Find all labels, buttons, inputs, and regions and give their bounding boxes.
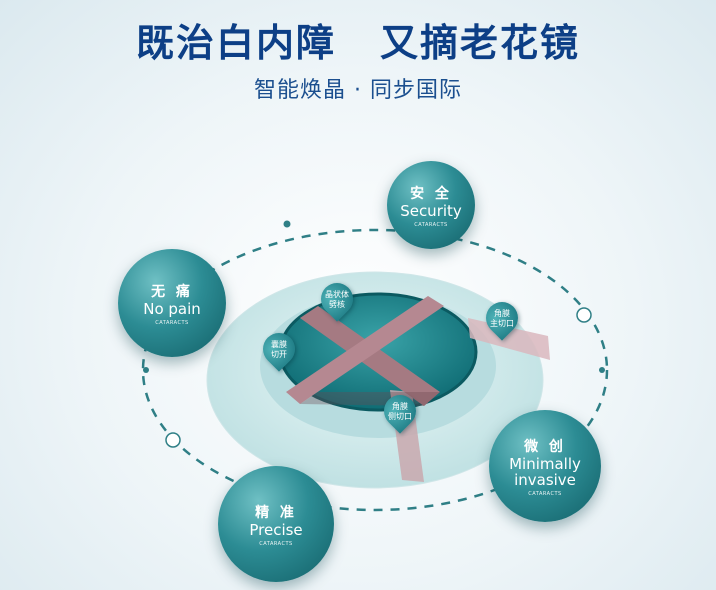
bubble-precise: 精 准 Precise CATARACTS [218,466,334,582]
pin-capsule-line1: 囊膜 [271,340,287,349]
bubble-precise-en: Precise [249,520,303,539]
orbit-node-right-small [599,367,605,373]
headline-left: 既治白内障 [135,21,336,65]
orbit-node-left-small [143,367,149,373]
pin-lens-label: 晶状体 劈核 [317,290,357,310]
pin-main-line2: 主切口 [490,319,514,328]
pin-main-label: 角膜 主切口 [482,309,522,329]
bubble-precise-cn: 精 准 [255,504,297,521]
subheadline: 智能焕晶 · 同步国际 [0,72,716,104]
pin-capsule-label: 囊膜 切开 [259,340,299,360]
pin-side-label: 角膜 侧切口 [380,402,420,422]
pin-side-line2: 侧切口 [388,412,412,421]
pin-capsule-line2: 切开 [271,350,287,359]
orbit-path [141,228,609,512]
orbit-node-top [283,220,291,228]
pin-main-line1: 角膜 [494,309,510,318]
bubble-nopain: 无 痛 No pain CATARACTS [118,249,226,357]
orbit-node-left [165,432,181,448]
bubble-minimal-en2: invasive [514,470,576,489]
subheadline-separator: · [354,78,362,103]
bubble-minimal: 微 创 Minimally invasive CATARACTS [489,410,601,522]
bubble-security-cn: 安 全 [410,185,452,202]
bubble-security-tag: CATARACTS [414,221,448,228]
bubble-nopain-en: No pain [143,299,201,318]
bubble-nopain-tag: CATARACTS [155,319,189,326]
subheadline-right: 同步国际 [370,78,463,103]
phaco-cross-bar-2 [286,296,444,404]
bubble-security-en: Security [400,201,462,220]
bubble-minimal-cn: 微 创 [524,438,566,455]
main-incision [468,318,550,360]
orbit-node-right [576,307,592,323]
pin-lens-line2: 劈核 [329,300,345,309]
bubble-minimal-tag: CATARACTS [528,490,562,497]
subheadline-left: 智能焕晶 [253,78,346,103]
headline-right: 又摘老花镜 [380,21,581,65]
pin-side-line1: 角膜 [392,402,408,411]
pin-lens-line1: 晶状体 [325,290,349,299]
bubble-security: 安 全 Security CATARACTS [387,161,475,249]
bubble-nopain-cn: 无 痛 [151,283,193,300]
bubble-minimal-en1: Minimally [509,454,581,473]
bubble-precise-tag: CATARACTS [259,540,293,547]
headline: 既治白内障又摘老花镜 [0,12,716,67]
